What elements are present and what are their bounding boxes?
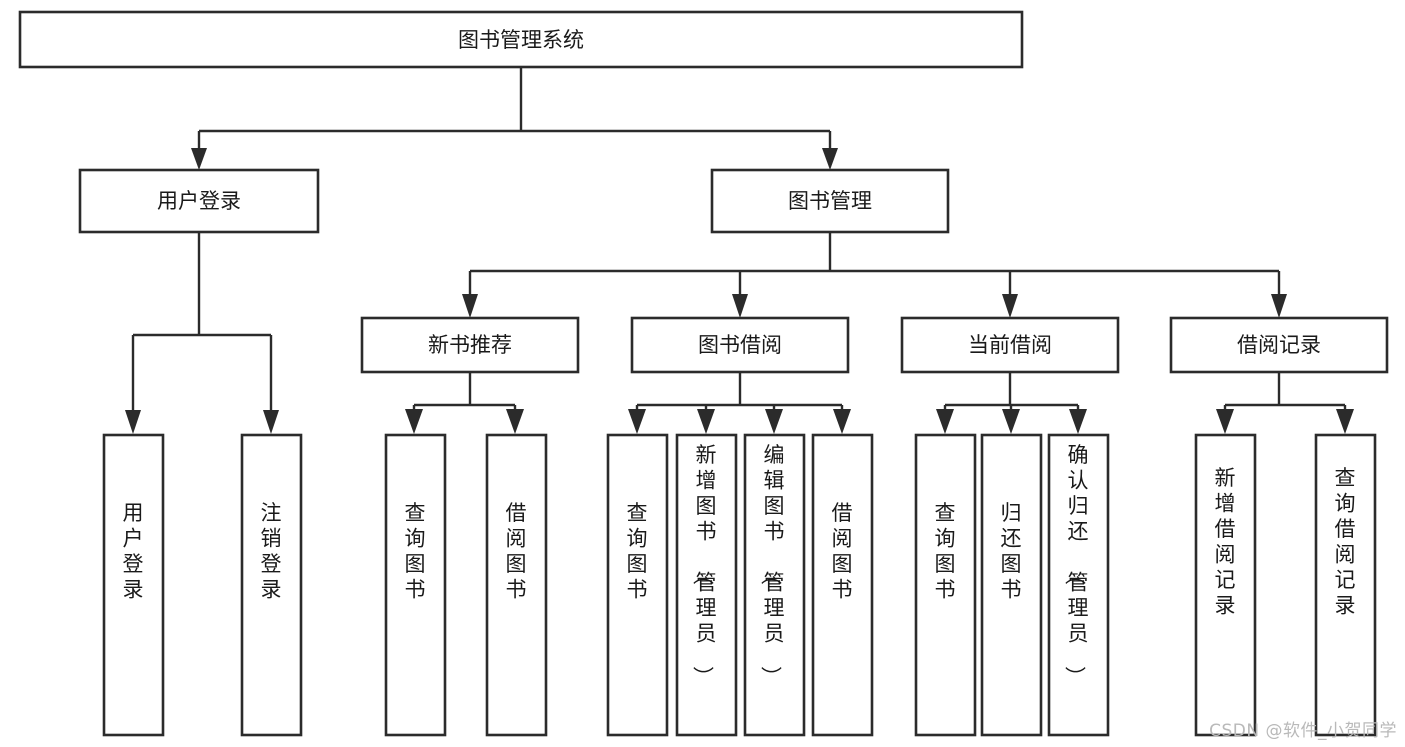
node-leaf-query-record[interactable]: 查询借阅记录 (1314, 433, 1377, 737)
node-borrow-record-box[interactable] (1169, 316, 1389, 374)
node-current-borrow-label: 当前借阅 (968, 333, 1052, 357)
node-user-login-label: 用户登录 (157, 189, 241, 213)
arrow-head-leaf-edit-book (765, 409, 783, 434)
node-leaf-confirm-return[interactable]: 确认归还（管理员） (1047, 433, 1110, 737)
node-leaf-logout-label: 注销登录 (261, 501, 282, 602)
node-book-manage-box[interactable] (710, 168, 950, 234)
node-new-book-rec[interactable]: 新书推荐 (360, 316, 580, 374)
node-leaf-edit-book[interactable]: 编辑图书（管理员） (743, 433, 806, 737)
node-leaf-add-record-box[interactable] (1194, 433, 1257, 737)
arrow-head-current-borrow (1002, 294, 1018, 318)
node-leaf-borrow-book-2[interactable]: 借阅图书 (811, 433, 874, 737)
node-user-login[interactable]: 用户登录 (78, 168, 320, 234)
node-leaf-query-book-3-label: 查询图书 (935, 501, 956, 602)
connectors-layer (125, 67, 1354, 434)
node-book-manage[interactable]: 图书管理 (710, 168, 950, 234)
node-leaf-return-book[interactable]: 归还图书 (980, 433, 1043, 737)
arrow-head-book-borrow (732, 294, 748, 318)
node-leaf-query-book-1[interactable]: 查询图书 (384, 433, 447, 737)
arrow-head-leaf-borrow-book-2 (833, 409, 851, 434)
arrow-head-leaf-add-record (1216, 409, 1234, 434)
node-leaf-borrow-book-1-box[interactable] (485, 433, 548, 737)
node-leaf-query-book-2-box[interactable] (606, 433, 669, 737)
arrow-head-leaf-logout (263, 410, 279, 434)
node-user-login-box[interactable] (78, 168, 320, 234)
arrow-head-new-book-rec (462, 294, 478, 318)
arrow-head-borrow-record (1271, 294, 1287, 318)
arrow-head-leaf-return-book (1002, 409, 1020, 434)
node-leaf-edit-book-label: 编辑图书（管理员） (759, 443, 785, 687)
node-leaf-borrow-book-1[interactable]: 借阅图书 (485, 433, 548, 737)
arrow-head-book-manage (822, 148, 838, 170)
arrow-head-user-login (191, 148, 207, 170)
node-root-label: 图书管理系统 (458, 28, 584, 52)
node-leaf-return-book-box[interactable] (980, 433, 1043, 737)
node-current-borrow-box[interactable] (900, 316, 1120, 374)
node-leaf-add-book-box[interactable] (675, 433, 738, 737)
watermark-label: CSDN @软件_小贺同学 (1209, 721, 1397, 741)
node-leaf-add-book-label: 新增图书（管理员） (691, 443, 717, 687)
arrow-head-leaf-query-book-1 (405, 409, 423, 434)
node-leaf-user-login[interactable]: 用户登录 (102, 433, 165, 737)
node-book-borrow-box[interactable] (630, 316, 850, 374)
node-leaf-query-record-box[interactable] (1314, 433, 1377, 737)
node-root-box[interactable] (18, 10, 1024, 69)
node-leaf-query-book-1-box[interactable] (384, 433, 447, 737)
node-leaf-query-book-3-box[interactable] (914, 433, 977, 737)
node-leaf-borrow-book-1-label: 借阅图书 (506, 501, 527, 602)
arrow-head-leaf-query-book-2 (628, 409, 646, 434)
node-leaf-query-record-label: 查询借阅记录 (1335, 466, 1356, 618)
arrow-head-leaf-add-book (697, 409, 715, 434)
node-leaf-borrow-book-2-box[interactable] (811, 433, 874, 737)
node-leaf-confirm-return-box[interactable] (1047, 433, 1110, 737)
node-leaf-confirm-return-label: 确认归还（管理员） (1063, 443, 1089, 687)
node-book-borrow-label: 图书借阅 (698, 333, 782, 357)
node-leaf-query-book-2-label: 查询图书 (627, 501, 648, 602)
node-leaf-query-book-1-label: 查询图书 (405, 501, 426, 602)
node-leaf-edit-book-box[interactable] (743, 433, 806, 737)
node-current-borrow[interactable]: 当前借阅 (900, 316, 1120, 374)
arrow-head-leaf-confirm-return (1069, 409, 1087, 434)
node-new-book-rec-box[interactable] (360, 316, 580, 374)
node-borrow-record-label: 借阅记录 (1237, 333, 1321, 357)
node-leaf-borrow-book-2-label: 借阅图书 (832, 501, 853, 602)
node-leaf-add-book[interactable]: 新增图书（管理员） (675, 433, 738, 737)
node-borrow-record[interactable]: 借阅记录 (1169, 316, 1389, 374)
node-leaf-logout[interactable]: 注销登录 (240, 433, 303, 737)
node-leaf-return-book-label: 归还图书 (1001, 501, 1022, 602)
arrow-head-leaf-query-record (1336, 409, 1354, 434)
node-book-borrow[interactable]: 图书借阅 (630, 316, 850, 374)
node-leaf-query-book-2[interactable]: 查询图书 (606, 433, 669, 737)
node-leaf-logout-box[interactable] (240, 433, 303, 737)
arrow-head-leaf-user-login (125, 410, 141, 434)
node-leaf-add-record-label: 新增借阅记录 (1215, 466, 1236, 618)
arrow-head-leaf-borrow-book-1 (506, 409, 524, 434)
node-leaf-add-record[interactable]: 新增借阅记录 (1194, 433, 1257, 737)
node-leaf-user-login-box[interactable] (102, 433, 165, 737)
node-book-manage-label: 图书管理 (788, 189, 872, 213)
arrow-head-leaf-query-book-3 (936, 409, 954, 434)
node-leaf-query-book-3[interactable]: 查询图书 (914, 433, 977, 737)
node-leaf-user-login-label: 用户登录 (123, 501, 144, 602)
node-new-book-rec-label: 新书推荐 (428, 333, 512, 357)
node-root[interactable]: 图书管理系统 (18, 10, 1024, 69)
